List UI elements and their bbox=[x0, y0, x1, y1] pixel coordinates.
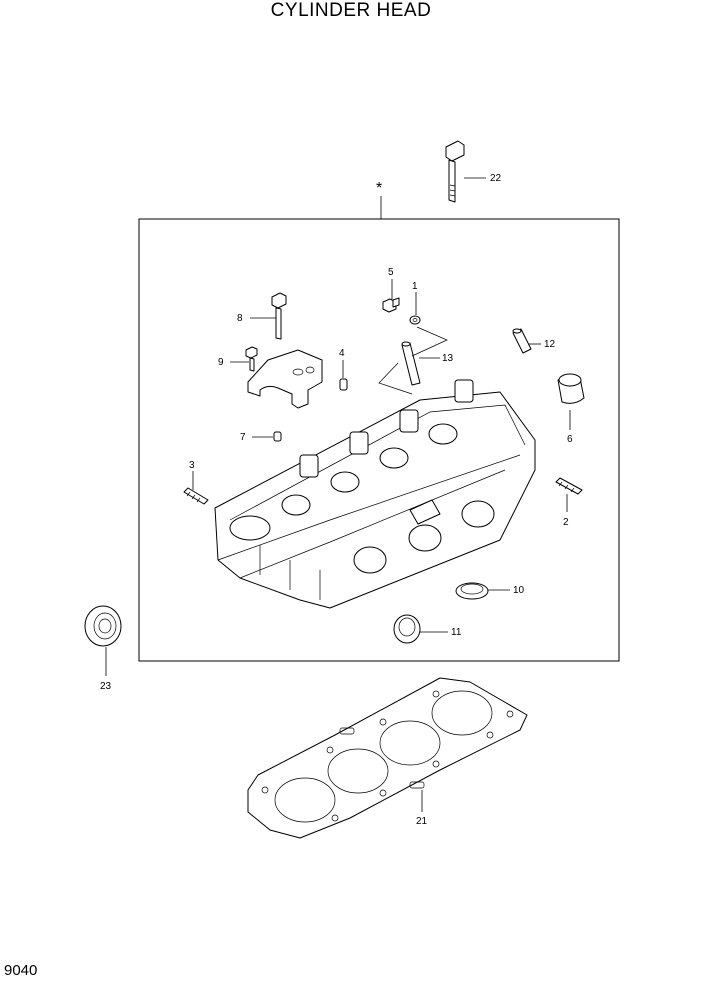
callout-10: 10 bbox=[513, 585, 525, 596]
callout-22: 22 bbox=[490, 173, 502, 184]
part-9-bolt[interactable] bbox=[245, 346, 258, 372]
callout-4: 4 bbox=[339, 348, 345, 359]
assembly-frame bbox=[138, 218, 620, 662]
part-5-plug[interactable] bbox=[382, 297, 400, 313]
cylinder-head bbox=[214, 379, 536, 609]
callout-7: 7 bbox=[240, 432, 246, 443]
callout-8: 8 bbox=[237, 313, 243, 324]
part-8-bolt[interactable] bbox=[271, 292, 287, 340]
part-13-tube[interactable] bbox=[401, 341, 421, 386]
callout-12: 12 bbox=[544, 339, 556, 350]
bearing-cap bbox=[247, 349, 323, 409]
part-3-stud[interactable] bbox=[183, 487, 209, 505]
part-1-washer[interactable] bbox=[409, 315, 421, 325]
callout-5: 5 bbox=[388, 267, 394, 278]
callout-3: 3 bbox=[189, 460, 195, 471]
callout-21: 21 bbox=[416, 816, 428, 827]
callout-13: 13 bbox=[442, 353, 454, 364]
part-6-cap-plug[interactable] bbox=[557, 373, 585, 404]
part-23-oil-seal[interactable] bbox=[84, 605, 122, 647]
callout-9: 9 bbox=[218, 357, 224, 368]
page-code: 9040 bbox=[4, 962, 38, 979]
page-title: CYLINDER HEAD bbox=[270, 0, 432, 21]
assembly-marker: * bbox=[376, 180, 382, 197]
part-4-plug[interactable] bbox=[339, 378, 348, 391]
callout-11: 11 bbox=[451, 627, 462, 638]
part-22-head-bolt[interactable] bbox=[445, 140, 465, 203]
callout-23: 23 bbox=[100, 681, 112, 692]
callout-1: 1 bbox=[412, 281, 418, 292]
part-21-head-gasket[interactable] bbox=[247, 677, 528, 839]
part-12-pin[interactable] bbox=[512, 328, 532, 354]
callout-2: 2 bbox=[563, 517, 569, 528]
part-11-seal[interactable] bbox=[393, 614, 421, 644]
part-7-dowel[interactable] bbox=[273, 431, 282, 442]
part-10-seal[interactable] bbox=[455, 582, 489, 600]
part-2-stud[interactable] bbox=[555, 477, 583, 495]
callout-6: 6 bbox=[567, 434, 573, 445]
